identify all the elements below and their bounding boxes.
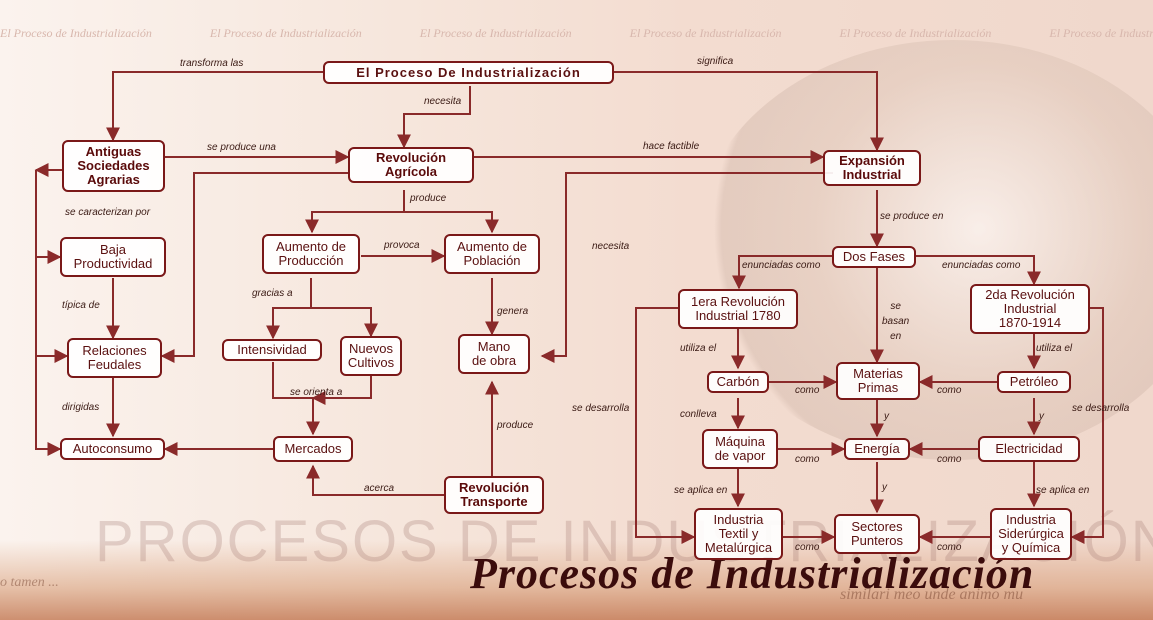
node-proceso[interactable]: El Proceso De Industrialización xyxy=(323,61,614,84)
node-expansion[interactable]: Expansión Industrial xyxy=(823,150,921,186)
label-produce-1: produce xyxy=(410,193,447,204)
label-se-caracterizan: se caracterizan por xyxy=(65,207,151,218)
label-transforma: transforma las xyxy=(180,58,244,69)
label-como-5: como xyxy=(795,542,820,553)
label-produce-2: produce xyxy=(497,420,534,431)
label-como-2: como xyxy=(937,385,962,396)
link-nuev-merc xyxy=(311,376,372,405)
label-necesita-2: necesita xyxy=(592,241,630,252)
link-transporte-merc xyxy=(306,464,444,496)
label-se-aplica-2: se aplica en xyxy=(1036,485,1090,496)
link-se-desarrolla2 xyxy=(1070,307,1104,544)
label-se-produce-una: se produce una xyxy=(207,142,276,153)
link-produce-prod xyxy=(305,190,405,234)
label-se-desarrolla-1: se desarrolla xyxy=(572,403,630,414)
label-necesita-1: necesita xyxy=(424,96,462,107)
node-primera[interactable]: 1era Revolución Industrial 1780 xyxy=(678,289,798,329)
label-enunciadas-2: enunciadas como xyxy=(942,260,1021,271)
label-se-basan: se basan en xyxy=(882,301,910,342)
node-mercados[interactable]: Mercados xyxy=(273,436,353,462)
link-caracterizan-baja xyxy=(35,170,62,264)
label-utiliza-2: utiliza el xyxy=(1036,343,1073,354)
label-y-1: y xyxy=(884,411,889,422)
link-produce-pob xyxy=(404,211,499,234)
link-agricola-relaciones xyxy=(160,172,350,363)
label-como-6: como xyxy=(937,542,962,553)
label-utiliza-1: utiliza el xyxy=(680,343,717,354)
link-caracterizan-auto xyxy=(35,356,62,456)
link-enunciadas2 xyxy=(916,255,1041,286)
label-como-4: como xyxy=(937,454,962,465)
link-int-merc xyxy=(272,362,320,436)
node-aumento-prod[interactable]: Aumento de Producción xyxy=(262,234,360,274)
node-electricidad[interactable]: Electricidad xyxy=(978,436,1080,462)
node-textil[interactable]: Industria Textil y Metalúrgica xyxy=(694,508,783,560)
label-gracias: gracias a xyxy=(252,288,293,299)
node-energia[interactable]: Energía xyxy=(844,438,910,460)
node-intensividad[interactable]: Intensividad xyxy=(222,339,322,361)
node-petroleo[interactable]: Petróleo xyxy=(997,371,1071,393)
label-tipica: típica de xyxy=(62,300,100,311)
label-significa: significa xyxy=(697,56,734,67)
label-genera: genera xyxy=(497,306,529,317)
node-segunda[interactable]: 2da Revolución Industrial 1870-1914 xyxy=(970,284,1090,334)
node-sectores[interactable]: Sectores Punteros xyxy=(834,514,920,554)
node-rev-agricola[interactable]: Revolución Agrícola xyxy=(348,147,474,183)
label-provoca: provoca xyxy=(384,240,420,251)
link-necesita xyxy=(397,86,471,149)
node-nuevos[interactable]: Nuevos Cultivos xyxy=(340,336,402,376)
link-gracias-int xyxy=(266,278,312,340)
link-expansion-mano xyxy=(540,172,833,363)
node-siderurgica[interactable]: Industria Siderúrgica y Química xyxy=(990,508,1072,560)
link-transforma xyxy=(106,71,325,142)
label-hace-factible: hace factible xyxy=(643,141,700,152)
label-enunciadas-1: enunciadas como xyxy=(742,260,821,271)
label-como-1: como xyxy=(795,385,820,396)
node-antiguas[interactable]: Antiguas Sociedades Agrarias xyxy=(62,140,165,192)
label-dirigidas: dirigidas xyxy=(62,402,100,413)
link-enunciadas1 xyxy=(732,255,832,290)
label-como-3: como xyxy=(795,454,820,465)
node-dos-fases[interactable]: Dos Fases xyxy=(832,246,916,268)
node-maquina[interactable]: Máquina de vapor xyxy=(702,429,778,469)
label-se-orienta: se orienta a xyxy=(290,387,343,398)
label-conlleva: conlleva xyxy=(680,409,717,420)
node-carbon[interactable]: Carbón xyxy=(707,371,769,393)
label-acerca: acerca xyxy=(364,483,395,494)
node-rev-transporte[interactable]: Revolución Transporte xyxy=(444,476,544,514)
node-aumento-pob[interactable]: Aumento de Población xyxy=(444,234,540,274)
label-y-3: y xyxy=(882,482,887,493)
node-autoconsumo[interactable]: Autoconsumo xyxy=(60,438,165,460)
node-mano[interactable]: Mano de obra xyxy=(458,334,530,374)
label-y-2: y xyxy=(1039,411,1044,422)
label-se-aplica-1: se aplica en xyxy=(674,485,728,496)
label-se-desarrolla-2: se desarrolla xyxy=(1072,403,1130,414)
node-relaciones[interactable]: Relaciones Feudales xyxy=(67,338,162,378)
node-materias[interactable]: Materias Primas xyxy=(836,362,920,400)
link-gracias-nuev xyxy=(311,307,378,338)
link-se-desarrolla1 xyxy=(635,307,696,544)
node-baja[interactable]: Baja Productividad xyxy=(60,237,166,277)
label-se-produce-en: se produce en xyxy=(880,211,944,222)
link-significa xyxy=(612,71,884,152)
